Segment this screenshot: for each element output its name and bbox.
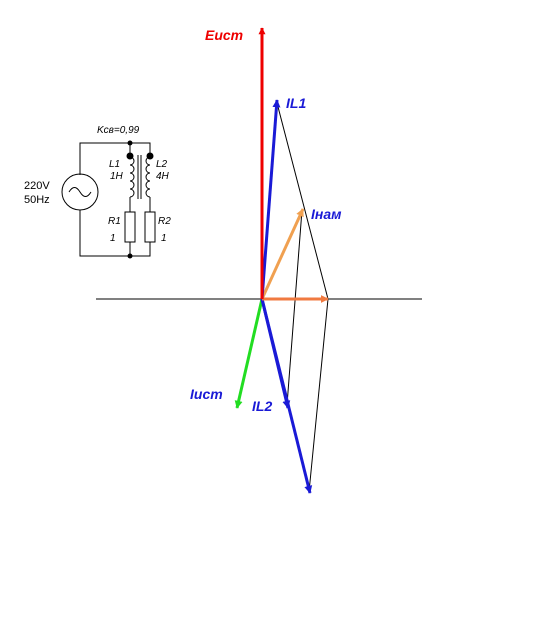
polarity-dot-l1 <box>126 152 134 160</box>
junction-dot-top <box>127 140 133 146</box>
phasor-il2-long <box>260 298 313 494</box>
polarity-dot-l2 <box>146 152 154 160</box>
sine-icon <box>68 187 92 197</box>
l1-name-label: L1 <box>109 159 120 170</box>
source-voltage-label: 220V <box>24 180 50 192</box>
r1-name-label: R1 <box>108 216 121 227</box>
r2-value-label: 1 <box>161 233 167 244</box>
label-il1: IL1 <box>286 95 306 111</box>
r1-value-label: 1 <box>110 233 116 244</box>
source-freq-label: 50Hz <box>24 194 50 206</box>
l2-name-label: L2 <box>156 159 168 170</box>
ac-source-symbol <box>61 173 99 211</box>
coupling-label: Kсв=0,99 <box>97 125 140 136</box>
label-inam: Iнам <box>311 206 342 222</box>
phasor-inam <box>260 208 305 300</box>
phasor-il1 <box>260 99 281 300</box>
phasor-iust <box>234 298 264 409</box>
l2-value-label: 4H <box>156 171 170 182</box>
label-e: Euст <box>205 27 243 43</box>
construction-lines <box>276 102 329 493</box>
l1-value-label: 1H <box>110 171 124 182</box>
label-iust: Iuст <box>190 386 223 402</box>
junction-dot-bottom <box>127 253 133 259</box>
label-il2: IL2 <box>252 398 272 414</box>
r2-name-label: R2 <box>158 216 171 227</box>
